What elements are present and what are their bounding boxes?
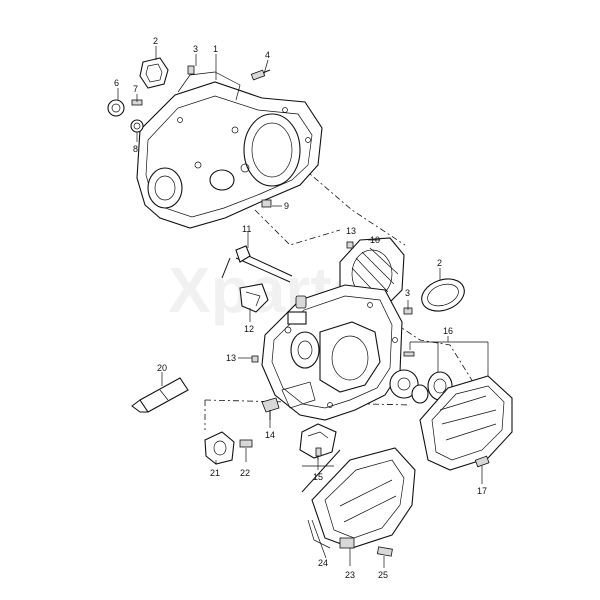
breather-cap <box>295 295 307 309</box>
bolt-3-top <box>187 65 195 75</box>
cover-17 <box>419 375 513 471</box>
lower-cover-23 <box>301 447 416 557</box>
flange-21 <box>204 431 253 465</box>
shift-rail-11 <box>221 245 293 283</box>
upper-gearbox-housing <box>136 65 323 229</box>
lower-gearbox-housing <box>251 284 403 421</box>
washer-16 <box>389 369 419 399</box>
callout-8: 8 <box>133 144 138 154</box>
callout-20: 20 <box>157 363 167 373</box>
callout-10: 10 <box>370 235 380 245</box>
gasket-24-edge <box>301 449 341 493</box>
callout-16: 16 <box>443 326 453 336</box>
bracket-15 <box>299 423 337 459</box>
upper-small-parts <box>107 57 272 208</box>
callout-23: 23 <box>345 570 355 580</box>
callout-11: 11 <box>242 224 251 234</box>
callout-3-top: 3 <box>193 44 198 54</box>
bolt-16 <box>403 351 415 357</box>
bolt-25 <box>376 546 393 557</box>
bolt-4 <box>250 69 266 81</box>
bolt-15 <box>315 447 322 457</box>
callout-13-lower: 13 <box>226 353 236 363</box>
callout-2-top: 2 <box>153 36 158 46</box>
callout-3-right: 3 <box>405 288 410 298</box>
callout-12: 12 <box>244 324 254 334</box>
callout-6: 6 <box>114 78 119 88</box>
callout-15: 15 <box>313 472 323 482</box>
gasket-ring-2-top <box>139 57 169 89</box>
leader-lines <box>117 46 489 568</box>
callout-14: 14 <box>265 430 275 440</box>
gasket-ring-2-right <box>403 278 465 315</box>
plug-13-lower <box>251 355 259 363</box>
ring-8 <box>130 119 144 133</box>
plug-23 <box>339 537 355 549</box>
sealant-tube-20 <box>131 377 189 413</box>
callout-24: 24 <box>318 558 328 568</box>
callout-21: 21 <box>210 468 220 478</box>
callout-2-right: 2 <box>437 258 442 268</box>
sensor-14 <box>261 397 280 420</box>
callout-22: 22 <box>240 468 250 478</box>
callout-labels: 2 3 1 4 6 7 8 9 10 11 13 2 3 12 13 16 20… <box>114 36 487 580</box>
callout-9: 9 <box>284 201 289 211</box>
callout-4: 4 <box>265 50 270 60</box>
callout-17: 17 <box>477 486 487 496</box>
callout-7: 7 <box>133 84 138 94</box>
seal-6 <box>107 99 125 117</box>
callout-25: 25 <box>378 570 388 580</box>
callout-13-top: 13 <box>346 226 356 236</box>
plug-9 <box>261 199 272 208</box>
shift-fork-12 <box>239 283 269 313</box>
callout-1: 1 <box>213 44 218 54</box>
bolt-22 <box>239 439 253 448</box>
bolt-17 <box>474 455 490 468</box>
plug-13-top <box>346 241 354 249</box>
